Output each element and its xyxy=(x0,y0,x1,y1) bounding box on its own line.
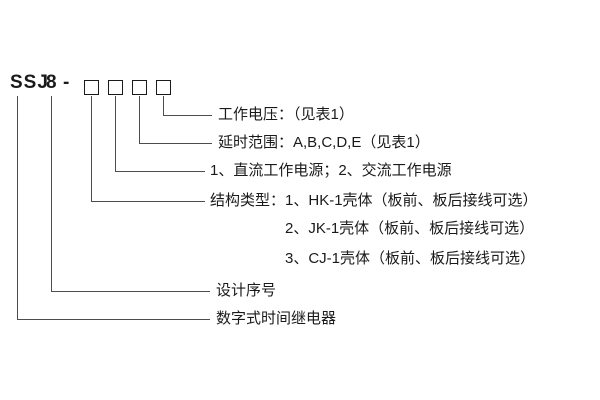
label-design-serial: 设计序号 xyxy=(216,282,277,299)
label-structure-type-option-3: 3、CJ-1壳体（板前、板后接线可选） xyxy=(285,250,536,267)
leader-line-horizontal-delay-range xyxy=(139,143,212,144)
label-product-name: 数字式时间继电器 xyxy=(216,310,337,327)
leader-line-vertical-number xyxy=(51,96,52,292)
label-structure-type-option-1: 1、HK-1壳体（板前、板后接线可选） xyxy=(285,192,538,209)
leader-line-vertical-box-3 xyxy=(139,96,140,144)
leader-line-vertical-box-2 xyxy=(115,96,116,172)
label-structure-type-option-2: 2、JK-1壳体（板前、板后接线可选） xyxy=(285,220,535,237)
leader-line-horizontal-power-supply xyxy=(115,171,205,172)
leader-line-horizontal-structure-type xyxy=(91,201,205,202)
model-separator: - xyxy=(63,72,71,93)
leader-line-vertical-prefix xyxy=(17,96,18,320)
leader-line-horizontal-working-voltage xyxy=(163,115,212,116)
label-delay-range: 延时范围：A,B,C,D,E（见表1） xyxy=(218,134,430,151)
label-structure-type: 结构类型：1、HK-1壳体（板前、板后接线可选） xyxy=(210,193,538,209)
leader-line-vertical-box-1 xyxy=(91,96,92,202)
model-digit-box-2 xyxy=(108,80,123,95)
label-working-voltage: 工作电压：（见表1） xyxy=(218,106,354,123)
leader-line-horizontal-product-name xyxy=(17,319,210,320)
leader-line-vertical-box-4 xyxy=(163,96,164,116)
model-digit-box-3 xyxy=(132,80,147,95)
model-number: 8 xyxy=(46,72,58,93)
model-digit-box-1 xyxy=(84,80,99,95)
model-prefix: SSJ xyxy=(10,72,49,93)
model-digit-box-4 xyxy=(156,80,171,95)
label-power-supply: 1、直流工作电源；2、交流工作电源 xyxy=(210,162,452,179)
leader-line-horizontal-design-serial xyxy=(51,291,210,292)
label-structure-type-prefix: 结构类型： xyxy=(210,192,286,209)
